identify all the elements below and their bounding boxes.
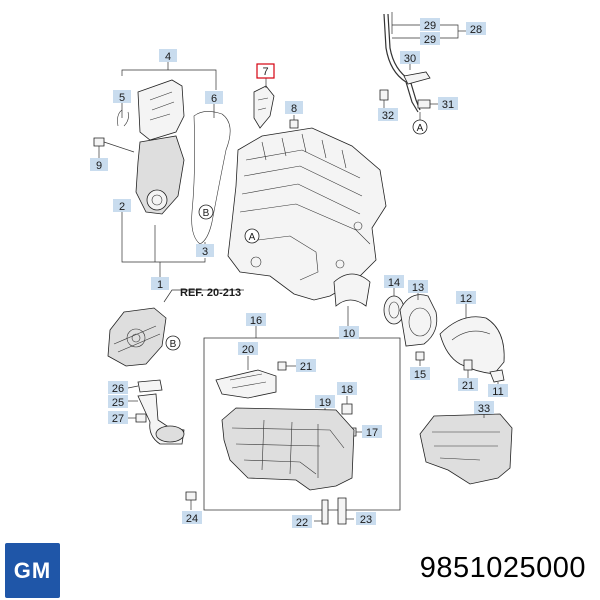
- gm-logo-text: GM: [13, 557, 52, 583]
- rear-plate-part-12: [439, 316, 505, 375]
- seal-carrier-part-10: [333, 273, 371, 307]
- callout-16: 16: [250, 315, 262, 327]
- part-number: 9851025000: [419, 552, 586, 584]
- callout-23: 23: [360, 514, 372, 526]
- callout-12: 12: [460, 293, 472, 305]
- callout-25: 25: [112, 397, 124, 409]
- gasket-part-6: [191, 111, 231, 245]
- callout-10: 10: [343, 328, 355, 340]
- gm-logo: GM: [5, 543, 60, 598]
- timing-cover-group: [93, 62, 231, 277]
- sensor-part-18: [341, 403, 353, 415]
- bolt-part-24: [185, 491, 197, 501]
- callout-21-left: 21: [300, 361, 312, 373]
- oil-pump: [107, 307, 167, 367]
- bolt-part-15: [415, 351, 425, 361]
- callout-28: 28: [470, 24, 482, 36]
- oil-pan: [221, 407, 355, 491]
- callout-1: 1: [157, 279, 163, 291]
- oil-pan-part-33: [419, 413, 513, 485]
- callout-30: 30: [404, 53, 416, 65]
- callout-15: 15: [414, 369, 426, 381]
- rear-plate-group: [439, 304, 505, 386]
- bolt-part-32: [379, 89, 389, 101]
- bolt-part-8: [289, 119, 299, 129]
- clip-part-11: [489, 369, 505, 383]
- bracket-part-7: [253, 78, 299, 129]
- callout-labels: 4 5 6 7 8 9 2 3 1 29 29 28 30 31 32 10 1…: [90, 18, 508, 529]
- timing-cover-lower: [135, 135, 185, 215]
- seal-housing-part-13: [399, 294, 438, 347]
- oil-pan-frame: [203, 326, 401, 511]
- callout-29-upper: 29: [424, 20, 436, 32]
- bolt-part-9: [93, 137, 105, 147]
- bolt-part-23: [337, 497, 347, 525]
- callout-13: 13: [412, 282, 424, 294]
- callout-2: 2: [119, 201, 125, 213]
- callout-29-lower: 29: [424, 34, 436, 46]
- callout-5: 5: [119, 92, 125, 104]
- callout-14: 14: [388, 277, 400, 289]
- callout-7-highlighted: 7: [262, 66, 268, 78]
- callout-24: 24: [186, 513, 198, 525]
- gasket-part-26: [137, 379, 163, 393]
- callout-4: 4: [165, 51, 171, 63]
- callout-31: 31: [442, 99, 454, 111]
- callout-8: 8: [291, 103, 297, 115]
- callout-11: 11: [492, 386, 503, 398]
- marker-b-pump-circle: [165, 335, 181, 351]
- bolt-part-21-left: [277, 361, 287, 371]
- oil-strainer-group: [127, 379, 185, 445]
- reference-markers: A A B B: [165, 119, 428, 351]
- pan-bolts: [185, 491, 354, 525]
- bolt-part-31: [417, 99, 431, 109]
- bolt-part-22: [321, 499, 329, 525]
- callout-18: 18: [341, 384, 353, 396]
- callout-32: 32: [382, 110, 394, 122]
- callout-27: 27: [112, 413, 124, 425]
- baffle-part-20: [215, 356, 296, 399]
- callout-3: 3: [202, 246, 208, 258]
- callout-9: 9: [96, 160, 102, 172]
- marker-b-engine-circle: [198, 204, 214, 220]
- callout-19: 19: [319, 397, 331, 409]
- marker-a-top-circle: [412, 119, 428, 135]
- callout-20: 20: [242, 344, 254, 356]
- oil-pump-group: [107, 289, 244, 367]
- engine-block: [227, 127, 387, 301]
- callout-17: 17: [366, 427, 378, 439]
- callout-6: 6: [211, 93, 217, 105]
- bolt-part-21-right: [463, 359, 473, 371]
- bolt-part-27: [135, 413, 147, 423]
- marker-a-engine: A: [249, 232, 256, 243]
- callout-22: 22: [296, 517, 308, 529]
- marker-b-pump: B: [170, 339, 177, 350]
- callout-21-right: 21: [462, 380, 474, 392]
- marker-b-engine: B: [203, 208, 210, 219]
- ref-label: REF. 20-213: [180, 287, 241, 299]
- callout-33: 33: [478, 403, 490, 415]
- rear-seal-group: [333, 273, 438, 366]
- marker-a-engine-circle: [244, 228, 260, 244]
- gasket-part-5: [117, 109, 129, 127]
- timing-cover-upper: [137, 79, 185, 141]
- callout-26: 26: [112, 383, 124, 395]
- marker-a-top: A: [417, 123, 424, 134]
